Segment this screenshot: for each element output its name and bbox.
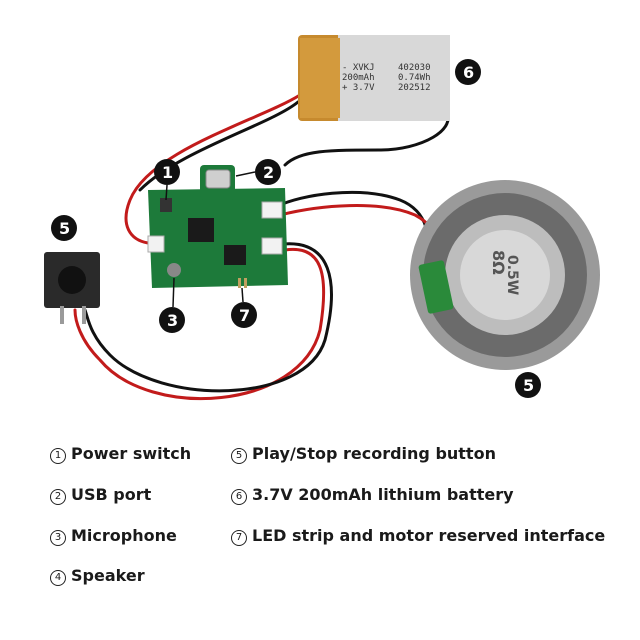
- svg-text:1: 1: [162, 163, 173, 182]
- battery-line2-left: 200mAh: [342, 73, 375, 83]
- power-switch: [160, 198, 172, 212]
- chip: [188, 218, 214, 242]
- callout-6: 6: [455, 59, 481, 85]
- legend-number-icon: 5: [231, 448, 247, 464]
- legend-item-battery: 6 3.7V 200mAh lithium battery: [231, 485, 514, 505]
- legend-text: Speaker: [71, 566, 145, 585]
- legend-text: 3.7V 200mAh lithium battery: [252, 485, 514, 504]
- legend-item-microphone: 3 Microphone: [50, 526, 177, 546]
- wires: [73, 93, 450, 401]
- microphone: [167, 263, 181, 277]
- svg-text:5: 5: [523, 376, 534, 395]
- legend-number-icon: 4: [50, 570, 66, 586]
- battery-line1-right: 402030: [398, 63, 431, 73]
- callout-5-button: 5: [51, 215, 77, 241]
- legend-text: Microphone: [71, 526, 177, 545]
- product-photo: - XVKJ 402030 200mAh 0.74Wh + 3.7V 20251…: [44, 35, 600, 401]
- legend-number-icon: 1: [50, 448, 66, 464]
- legend-number-icon: 7: [231, 530, 247, 546]
- legend: 1 Power switch 2 USB port 3 Microphone 4 Spe…: [0, 430, 640, 640]
- legend-item-play-stop-button: 5 Play/Stop recording button: [231, 444, 496, 464]
- svg-text:7: 7: [239, 306, 250, 325]
- svg-text:3: 3: [167, 311, 178, 330]
- battery: - XVKJ 402030 200mAh 0.74Wh + 3.7V 20251…: [298, 35, 450, 121]
- callout-2: 2: [235, 159, 281, 185]
- callout-3: 3: [159, 277, 185, 333]
- speaker-watt: 0.5W: [504, 255, 520, 295]
- usb-port: [205, 169, 231, 189]
- battery-line3-right: 202512: [398, 83, 431, 93]
- legend-text: Play/Stop recording button: [252, 444, 496, 463]
- battery-line2-right: 0.74Wh: [398, 73, 431, 83]
- callout-7: 7: [231, 287, 257, 328]
- callout-5-speaker: 5: [515, 372, 541, 398]
- legend-number-icon: 6: [231, 489, 247, 505]
- legend-item-usb-port: 2 USB port: [50, 485, 151, 505]
- speaker: 8Ω 0.5W: [410, 180, 600, 370]
- legend-text: USB port: [71, 485, 152, 504]
- callout-1: 1: [154, 159, 180, 201]
- svg-text:5: 5: [59, 219, 70, 238]
- battery-line3-left: + 3.7V: [342, 83, 375, 93]
- push-button: [44, 252, 100, 324]
- legend-item-power-switch: 1 Power switch: [50, 444, 191, 464]
- svg-text:2: 2: [263, 163, 274, 182]
- legend-text: Power switch: [71, 444, 192, 463]
- legend-number-icon: 2: [50, 489, 66, 505]
- legend-item-speaker: 4 Speaker: [50, 566, 145, 586]
- circuit-board: [147, 165, 288, 288]
- legend-number-icon: 3: [50, 530, 66, 546]
- battery-line1-left: - XVKJ: [342, 63, 375, 73]
- legend-item-led-motor-interface: 7 LED strip and motor reserved interface: [231, 526, 605, 546]
- speaker-ohm: 8Ω: [489, 250, 508, 275]
- svg-text:6: 6: [463, 63, 474, 82]
- legend-text: LED strip and motor reserved interface: [252, 526, 606, 545]
